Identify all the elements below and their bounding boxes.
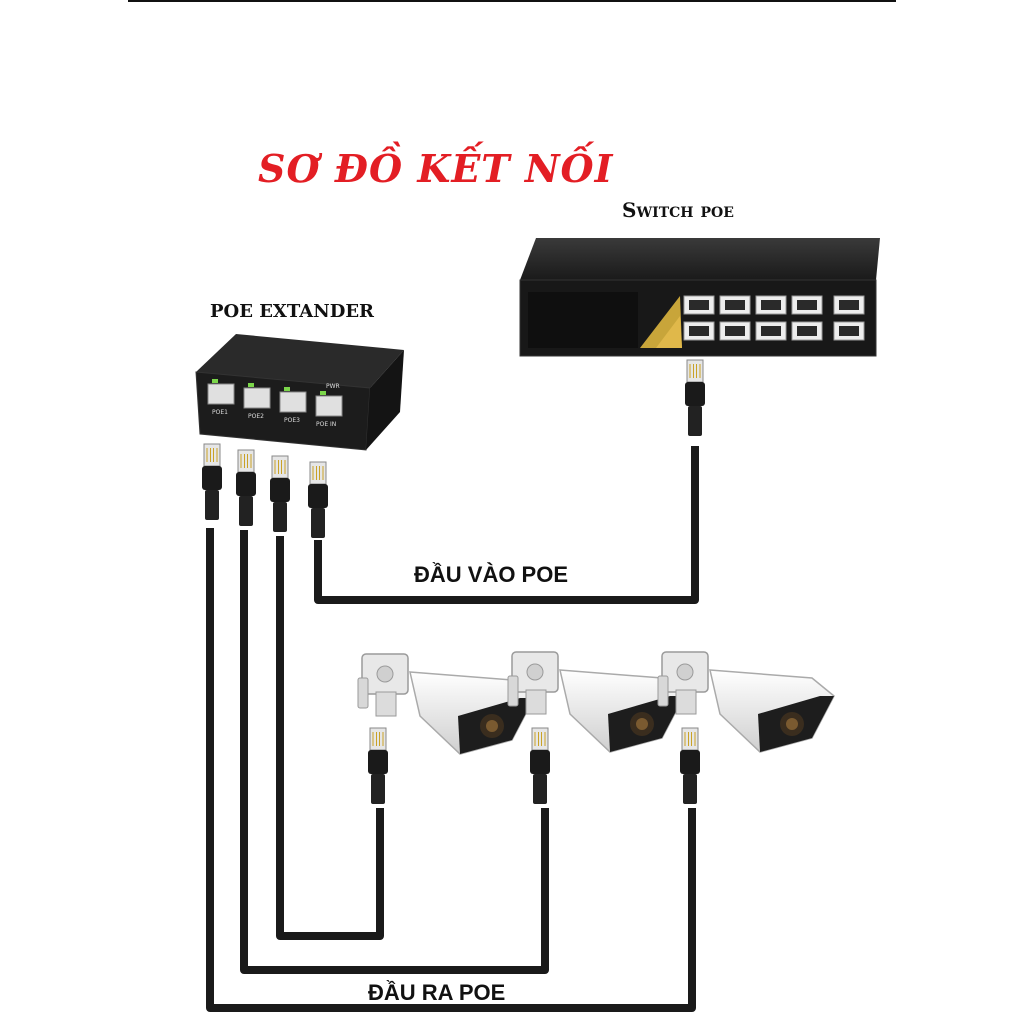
camera-connector-1 (367, 727, 389, 805)
input-label: ĐẦU VÀO POE (414, 562, 569, 587)
top-rule (128, 0, 896, 2)
extender-top (196, 334, 404, 388)
extender-out-connector-2 (235, 449, 257, 527)
extender-label: POE EXTANDER (210, 301, 375, 322)
switch-panel (528, 292, 638, 348)
output-cable-3 (206, 528, 696, 1012)
switch-label: Switch poe (622, 198, 734, 222)
extender-in-connector (307, 461, 329, 539)
input-cable (314, 446, 699, 604)
extender-out-connector-1 (201, 443, 223, 521)
port-label-pwr: PWR (326, 383, 340, 390)
extender-ports (207, 379, 343, 417)
camera-connector-3 (679, 727, 701, 805)
port-label-poe1: POE1 (212, 409, 228, 416)
port-label-poe-in: POE IN (316, 421, 336, 428)
poe-switch (519, 238, 880, 357)
output-cable-2 (240, 530, 549, 974)
poe-extender: POE1 POE2 POE3 POE IN PWR (195, 334, 404, 451)
extender-side (366, 350, 404, 450)
output-cable-1 (276, 536, 384, 940)
port-label-poe2: POE2 (248, 413, 264, 420)
camera-connector-2 (529, 727, 551, 805)
port-label-poe3: POE3 (284, 417, 300, 424)
switch-top (520, 238, 880, 280)
switch-connector (684, 359, 706, 437)
output-label: ĐẦU RA POE (368, 980, 506, 1005)
extender-out-connector-3 (269, 455, 291, 533)
cables (206, 446, 699, 1012)
page-title: SƠ ĐỒ KẾT NỐI (258, 146, 614, 191)
